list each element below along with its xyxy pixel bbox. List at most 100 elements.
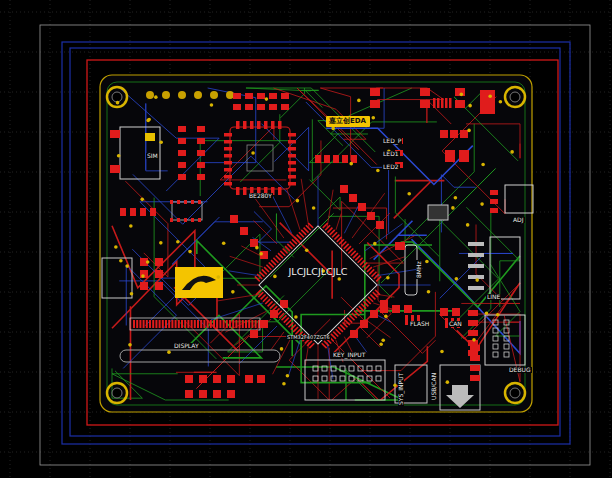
- smd-pad: [255, 320, 257, 328]
- smd-pad: [470, 355, 480, 361]
- smd-pad: [224, 154, 232, 158]
- grid-line: [0, 452, 612, 453]
- via: [146, 260, 150, 264]
- header-pin: [493, 352, 498, 357]
- copper-trace: [490, 264, 520, 336]
- usb-arrow-symbol: [446, 385, 474, 408]
- smd-pad: [150, 208, 156, 216]
- header-pin: [493, 336, 498, 341]
- smd-pad: [233, 104, 241, 110]
- via: [188, 250, 192, 254]
- smd-pad: [224, 175, 232, 179]
- copper-trace: [376, 88, 443, 100]
- header-pin: [493, 328, 498, 333]
- fanout-trace: [327, 342, 333, 379]
- fanout-trace: [217, 294, 261, 301]
- header-pin: [226, 91, 234, 99]
- silkscreen-label: SIM: [146, 153, 159, 159]
- via: [280, 347, 284, 351]
- smd-pad: [185, 375, 193, 383]
- via: [460, 93, 464, 97]
- smd-pad: [455, 88, 465, 96]
- via: [373, 242, 377, 246]
- connector-outline: [102, 258, 132, 298]
- smd-pad: [178, 150, 186, 156]
- via: [216, 275, 220, 279]
- traces: [112, 88, 520, 400]
- smd-pad: [470, 375, 480, 381]
- copper-trace: [440, 253, 513, 298]
- pin-header: [468, 275, 484, 279]
- smd-pad: [420, 100, 430, 108]
- smd-pad: [191, 320, 193, 328]
- via: [472, 338, 476, 342]
- module-outline: [230, 127, 290, 189]
- smd-pad: [288, 161, 296, 165]
- ic-outline: [172, 202, 202, 220]
- via: [154, 95, 158, 99]
- smd-pad: [178, 320, 180, 328]
- copper-trace: [146, 103, 168, 170]
- smd-pad: [203, 320, 205, 328]
- grid-line: [610, 0, 611, 478]
- silkscreen-label: LINE: [486, 294, 501, 300]
- smd-pad: [288, 175, 296, 179]
- module-core: [247, 145, 273, 171]
- logo-mark: [182, 276, 216, 290]
- copper-trace: [371, 88, 384, 128]
- copper-trace: [246, 88, 375, 152]
- header-pin: [313, 366, 318, 371]
- smd-pad: [349, 194, 357, 202]
- fanout-trace: [211, 303, 263, 320]
- drill-hole: [112, 388, 122, 398]
- smd-pad: [224, 133, 232, 137]
- smd-pad: [224, 147, 232, 151]
- smd-pad: [437, 98, 440, 108]
- fanout-trace: [301, 179, 309, 228]
- via: [129, 224, 133, 228]
- smd-pad: [230, 215, 238, 223]
- smd-pad: [120, 208, 126, 216]
- via: [305, 248, 309, 252]
- via: [117, 154, 121, 158]
- smd-pad: [449, 98, 452, 108]
- smd-pad: [455, 100, 465, 108]
- smd-pad: [324, 155, 330, 163]
- logo-badge: [175, 267, 223, 298]
- fanout-trace: [318, 176, 319, 227]
- copper-trace: [172, 217, 263, 264]
- smd-pad: [342, 155, 348, 163]
- smd-pad: [288, 140, 296, 144]
- smd-pad: [404, 305, 412, 313]
- fanout-trace: [230, 256, 263, 267]
- header-pin: [493, 344, 498, 349]
- copper-trace: [439, 283, 520, 353]
- header-pin: [178, 91, 186, 99]
- smd-pad: [184, 200, 187, 204]
- silkscreen-label: ADJ: [512, 217, 525, 223]
- fanout-trace: [375, 294, 394, 297]
- smd-pad: [250, 239, 258, 247]
- smd-pad: [367, 212, 375, 220]
- header-pin: [349, 366, 354, 371]
- via: [475, 278, 479, 282]
- smd-pad: [191, 218, 194, 222]
- smd-pad: [257, 121, 261, 129]
- smd-pad: [110, 165, 120, 173]
- smd-pad: [281, 93, 289, 99]
- via: [337, 277, 341, 281]
- smd-pad: [236, 121, 240, 129]
- smd-pad: [197, 138, 205, 144]
- connector-outline: [490, 237, 520, 299]
- via: [116, 101, 120, 105]
- smd-pad: [191, 200, 194, 204]
- smd-pad: [470, 365, 480, 371]
- smd-pad: [130, 208, 136, 216]
- smd-pad: [194, 320, 196, 328]
- fanout-trace: [273, 337, 292, 375]
- silkscreen-label: LED1: [382, 151, 400, 157]
- component-outline: [120, 350, 280, 362]
- smd-pad: [243, 187, 247, 195]
